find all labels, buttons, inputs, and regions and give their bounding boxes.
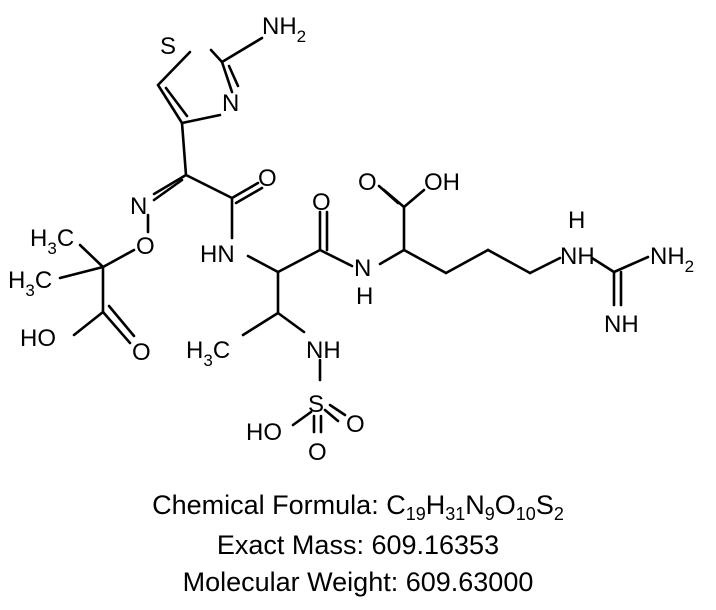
formula-c: C	[386, 490, 406, 520]
sulfonyl-hydroxyl-label: HO	[246, 419, 282, 446]
formula-n-count: 9	[484, 504, 495, 524]
formula-h: H	[425, 490, 446, 520]
amide2-oxygen-label: O	[312, 189, 331, 216]
methyl-3-label: H3C	[186, 337, 230, 370]
molecular-weight-label: Molecular Weight:	[182, 567, 406, 597]
methyl-1-label: H3C	[30, 225, 74, 258]
formula-s-count: 2	[553, 504, 564, 524]
carboxyl-hydroxyl-label: HO	[20, 325, 56, 352]
oxime-chain	[58, 121, 188, 345]
amide-1	[184, 173, 280, 274]
acid-hydroxyl-label: OH	[424, 169, 460, 196]
formula-n: N	[465, 490, 485, 520]
carboxyl-oxygen-label: O	[132, 339, 151, 366]
sulfonyl-oxygen-right-label: O	[346, 411, 365, 438]
amide2-nitrogen-label: N	[354, 255, 371, 282]
formula-s: S	[535, 490, 554, 520]
oxime-nitrogen-label: N	[130, 193, 147, 220]
amide1-nh-label: HN	[200, 241, 235, 268]
guanidine-amine-label: NH2	[650, 243, 694, 276]
exact-mass-value: 609.16353	[371, 530, 500, 560]
guanidine-nh-label: NH	[560, 243, 595, 270]
sulfonyl-oxygen-bottom-label: O	[308, 439, 327, 466]
oxime-oxygen-label: O	[136, 233, 155, 260]
acid-oxygen-label: O	[358, 169, 377, 196]
formula-h-count: 31	[445, 504, 466, 524]
thiazole-sulfur-label: S	[160, 33, 176, 60]
arginine-chain	[377, 184, 650, 307]
thiazole-nitrogen-label: N	[222, 90, 239, 117]
amide2-hydrogen-label: H	[356, 283, 373, 310]
formula-o: O	[494, 490, 516, 520]
guanidine-h-label: H	[568, 207, 585, 234]
sulfonamide-nh-label: NH	[306, 337, 341, 364]
formula-o-count: 10	[515, 504, 536, 524]
exact-mass-label: Exact Mass:	[216, 530, 372, 560]
core-chain	[241, 210, 354, 434]
formula-c-count: 19	[405, 504, 426, 524]
molecular-weight: Molecular Weight: 609.63000	[0, 567, 716, 597]
exact-mass: Exact Mass: 609.16353	[0, 530, 716, 560]
amide1-oxygen-label: O	[258, 165, 277, 192]
methyl-2-label: H3C	[8, 267, 52, 300]
molecule-structure: S N NH2 N O O HN O N H O OH NH H NH2 NH …	[8, 13, 694, 466]
chemical-formula: Chemical Formula: C19H31N9O10S2	[0, 490, 716, 523]
thiazole-ring	[156, 36, 264, 125]
molecular-weight-value: 609.63000	[405, 567, 534, 597]
formula-label: Chemical Formula:	[152, 490, 387, 520]
sulfonyl-sulfur-label: S	[308, 391, 324, 418]
amine-top-label: NH2	[262, 13, 306, 46]
guanidine-imine-label: NH	[604, 311, 639, 338]
